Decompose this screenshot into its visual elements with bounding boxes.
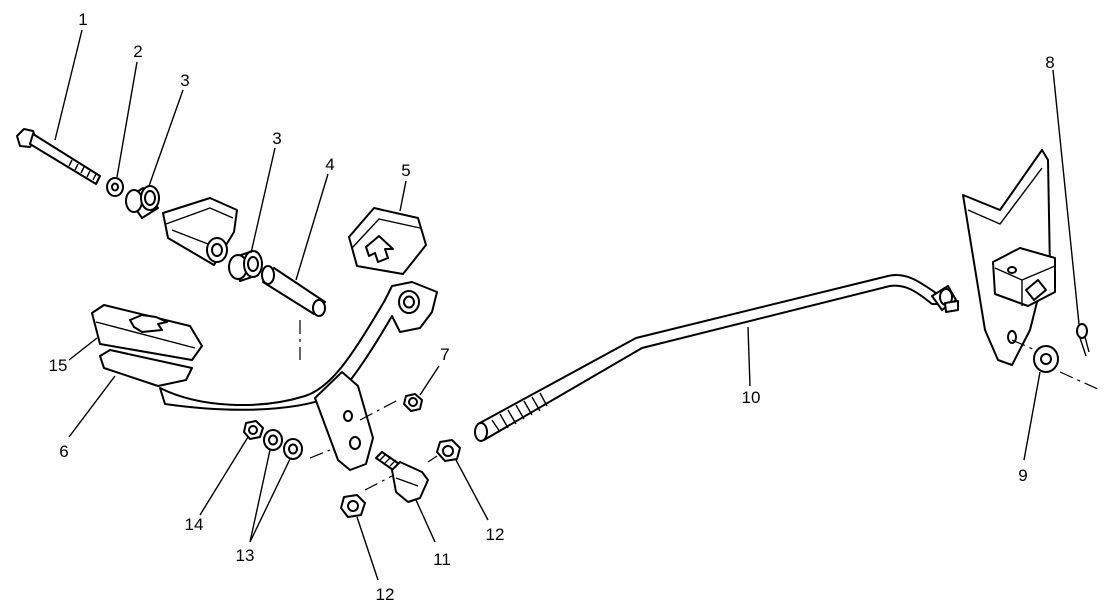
callout-12: 12 — [376, 585, 395, 604]
center-line — [364, 475, 393, 491]
callout-labels: 1 2 3 3 4 5 6 7 8 9 10 11 12 12 13 14 15 — [49, 10, 1055, 604]
callout-6: 6 — [59, 442, 68, 461]
callout-5: 5 — [401, 161, 410, 180]
part-13-washers — [263, 429, 303, 460]
part-8-cotter-pin — [1076, 323, 1090, 357]
part-12-nut-right — [436, 439, 461, 462]
part-12-nut-bottom — [340, 494, 366, 518]
part-7-nut — [403, 393, 423, 412]
part-3-bushing-right — [228, 250, 263, 282]
brake-bracket — [962, 149, 1101, 391]
callout-8: 8 — [1045, 53, 1054, 72]
pedal-arm — [159, 281, 438, 411]
callout-14: 14 — [185, 515, 204, 534]
pivot-bracket — [162, 197, 238, 266]
lever-plate — [309, 371, 399, 471]
part-1-bolt — [16, 128, 101, 185]
callout-10: 10 — [742, 388, 761, 407]
part-10-brake-rod — [474, 274, 959, 442]
callout-9: 9 — [1018, 466, 1027, 485]
callout-4: 4 — [325, 155, 334, 174]
part-11-clevis — [375, 451, 429, 503]
part-2-washer — [106, 177, 124, 197]
part-6-pedal-plate — [99, 349, 193, 387]
part-14-nut — [243, 420, 264, 440]
callout-7: 7 — [440, 345, 449, 364]
callout-15: 15 — [49, 356, 68, 375]
part-3-bushing-left — [125, 185, 160, 219]
leader-lines — [54, 29, 1080, 581]
callout-3: 3 — [272, 129, 281, 148]
callout-12: 12 — [486, 525, 505, 544]
callout-2: 2 — [133, 42, 142, 61]
callout-3: 3 — [180, 71, 189, 90]
part-5-pedal-pad — [348, 207, 427, 275]
callout-1: 1 — [78, 10, 87, 29]
part-9-washer — [1033, 345, 1059, 373]
callout-11: 11 — [433, 550, 451, 569]
callout-13: 13 — [236, 546, 255, 565]
part-4-pin — [261, 265, 326, 317]
part-15-pedal-pad — [91, 304, 203, 361]
center-line — [427, 455, 438, 463]
